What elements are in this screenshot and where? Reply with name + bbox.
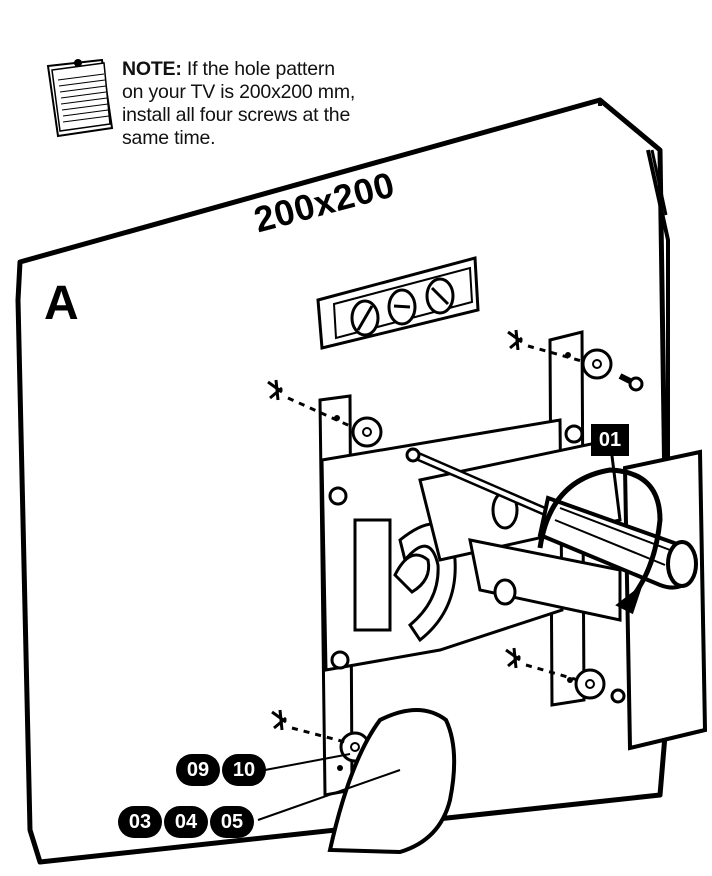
callout-09: 09 <box>176 754 220 786</box>
notepad-icon <box>46 58 114 138</box>
panel-letter: A <box>44 277 79 330</box>
clockwise-arrow-icon <box>537 467 663 602</box>
step-badge: 01 <box>591 424 629 456</box>
note-line-1: If the hole pattern <box>181 58 335 80</box>
callout-10: 10 <box>222 754 266 786</box>
note-line-3: install all four screws at the <box>122 104 351 126</box>
hand <box>327 708 457 855</box>
callout-04: 04 <box>164 806 208 838</box>
callout-03: 03 <box>118 806 162 838</box>
washers <box>339 348 613 763</box>
leader-line-top <box>264 753 351 771</box>
note-label: NOTE: <box>122 58 182 80</box>
leader-line-bottom <box>257 769 401 821</box>
note-text: NOTE: If the hole pattern on your TV is … <box>122 58 422 150</box>
bubble-level-icon <box>316 256 480 350</box>
wall-plate <box>622 449 708 751</box>
note-line-2: on your TV is 200x200 mm, <box>122 81 356 103</box>
hole-markers <box>267 329 586 744</box>
note-line-4: same time. <box>122 127 216 149</box>
screwdriver-icon <box>406 447 698 590</box>
callout-05: 05 <box>210 806 254 838</box>
